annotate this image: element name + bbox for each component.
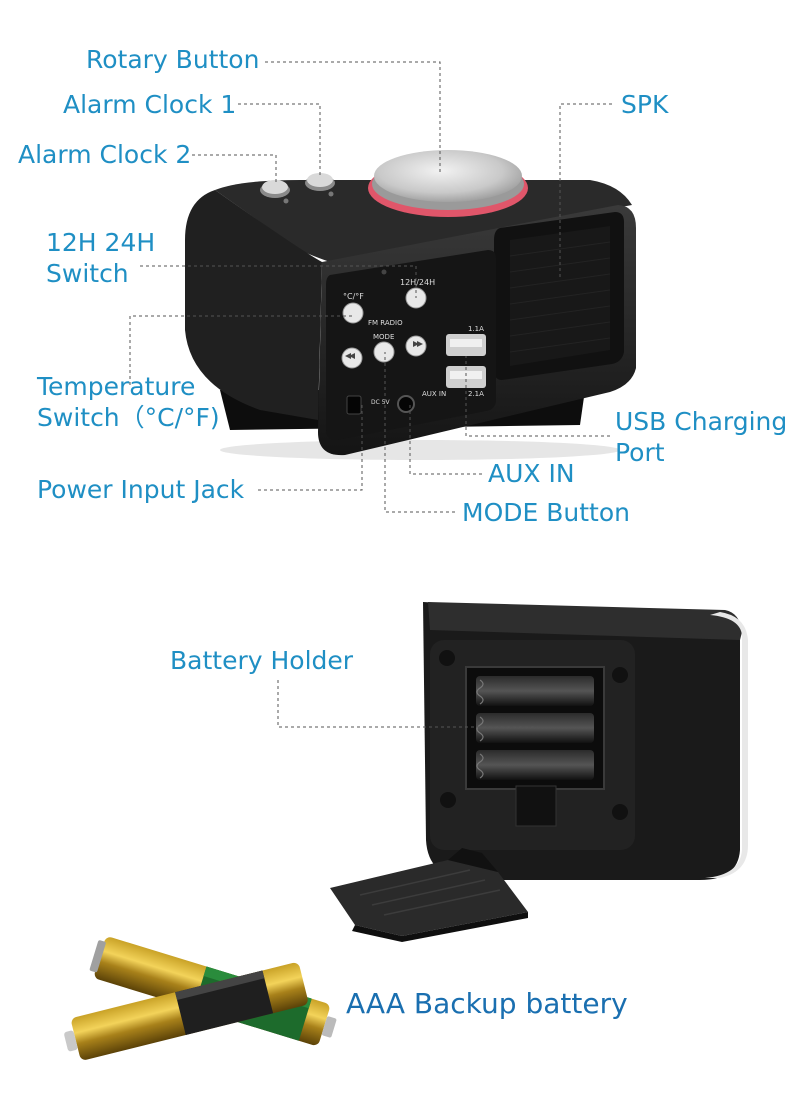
panel-button-glyphs xyxy=(345,341,423,359)
panel-12h-24h-label: 12H/24H xyxy=(400,278,435,287)
speaker-grille xyxy=(494,212,624,380)
label-alarm-clock-2: Alarm Clock 2 xyxy=(18,140,192,169)
label-aaa-backup-battery: AAA Backup battery xyxy=(346,987,628,1020)
panel-dc-label: DC 5V xyxy=(371,399,391,406)
panel-buttons xyxy=(341,287,427,369)
label-spk: SPK xyxy=(621,90,669,119)
label-battery-holder: Battery Holder xyxy=(170,646,354,675)
battery-holder-unit xyxy=(423,602,748,880)
label-mode-button: MODE Button xyxy=(462,498,630,527)
label-12h-24h-switch: 12H 24H Switch xyxy=(46,228,156,288)
aaa-batteries xyxy=(64,937,337,1060)
label-alarm-clock-1: Alarm Clock 1 xyxy=(63,90,237,119)
label-power-input-jack: Power Input Jack xyxy=(37,475,245,504)
panel-aux-label: AUX IN xyxy=(422,390,446,398)
alarm-buttons xyxy=(260,173,335,204)
label-usb-charging-port: USB Charging Port xyxy=(615,407,788,467)
panel-cf-label: °C/°F xyxy=(343,292,364,301)
panel-usb-bottom-label: 2.1A xyxy=(468,390,484,398)
rotary-knob xyxy=(368,150,528,217)
label-aux-in: AUX IN xyxy=(488,459,575,488)
leader-lines xyxy=(129,61,612,728)
label-temperature-switch: Temperature Switch（°C/°F) xyxy=(37,372,220,432)
panel-fm-radio-label: FM RADIO xyxy=(368,319,403,327)
aux-jack xyxy=(397,395,415,413)
panel-mode-label: MODE xyxy=(373,333,394,341)
alarm-clock-device xyxy=(185,150,636,460)
dc-jack xyxy=(346,395,362,415)
panel-usb-top-label: 1.1A xyxy=(468,325,484,333)
battery-cover xyxy=(330,848,528,942)
usb-ports xyxy=(446,334,486,388)
label-rotary-button: Rotary Button xyxy=(86,45,260,74)
